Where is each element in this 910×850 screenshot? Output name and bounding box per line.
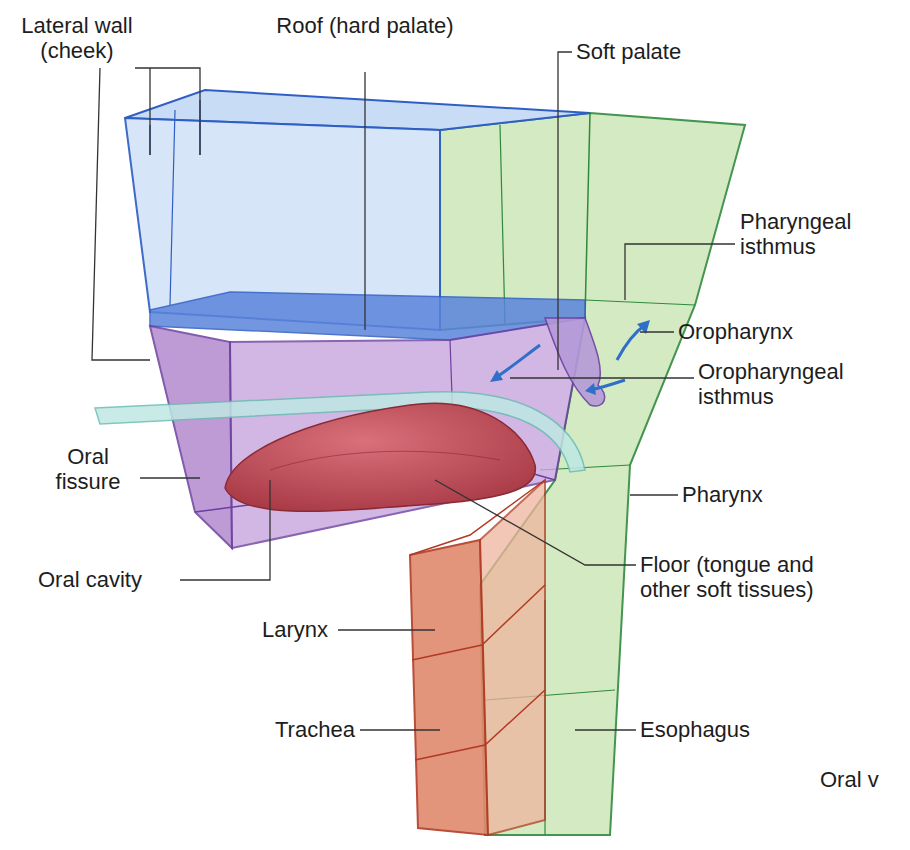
part-label: Oropharynx bbox=[678, 320, 878, 345]
part-label: Oropharyngeal isthmus bbox=[698, 360, 863, 409]
part-label: Soft palate bbox=[576, 40, 726, 65]
soft-palate bbox=[545, 318, 605, 406]
flow-arrows bbox=[495, 325, 645, 390]
part-label: Oral fissure bbox=[38, 445, 138, 494]
larynx-trachea bbox=[410, 480, 545, 835]
part-label: Pharynx bbox=[682, 483, 832, 508]
part-label: Esophagus bbox=[640, 718, 790, 743]
part-label: Roof (hard palate) bbox=[275, 14, 455, 39]
part-label: Floor (tongue and other soft tissues) bbox=[640, 553, 845, 602]
nasal-region bbox=[125, 90, 590, 340]
part-label: Oral cavity bbox=[38, 568, 178, 593]
tongue bbox=[225, 403, 535, 511]
part-label: Larynx bbox=[262, 618, 342, 643]
arrowheads bbox=[490, 320, 650, 395]
part-label: Pharyngeal isthmus bbox=[740, 210, 900, 259]
part-label: Lateral wall (cheek) bbox=[12, 14, 142, 63]
leader-lines bbox=[92, 52, 735, 730]
part-label: Trachea bbox=[275, 718, 360, 743]
part-label: Oral v bbox=[820, 768, 905, 793]
